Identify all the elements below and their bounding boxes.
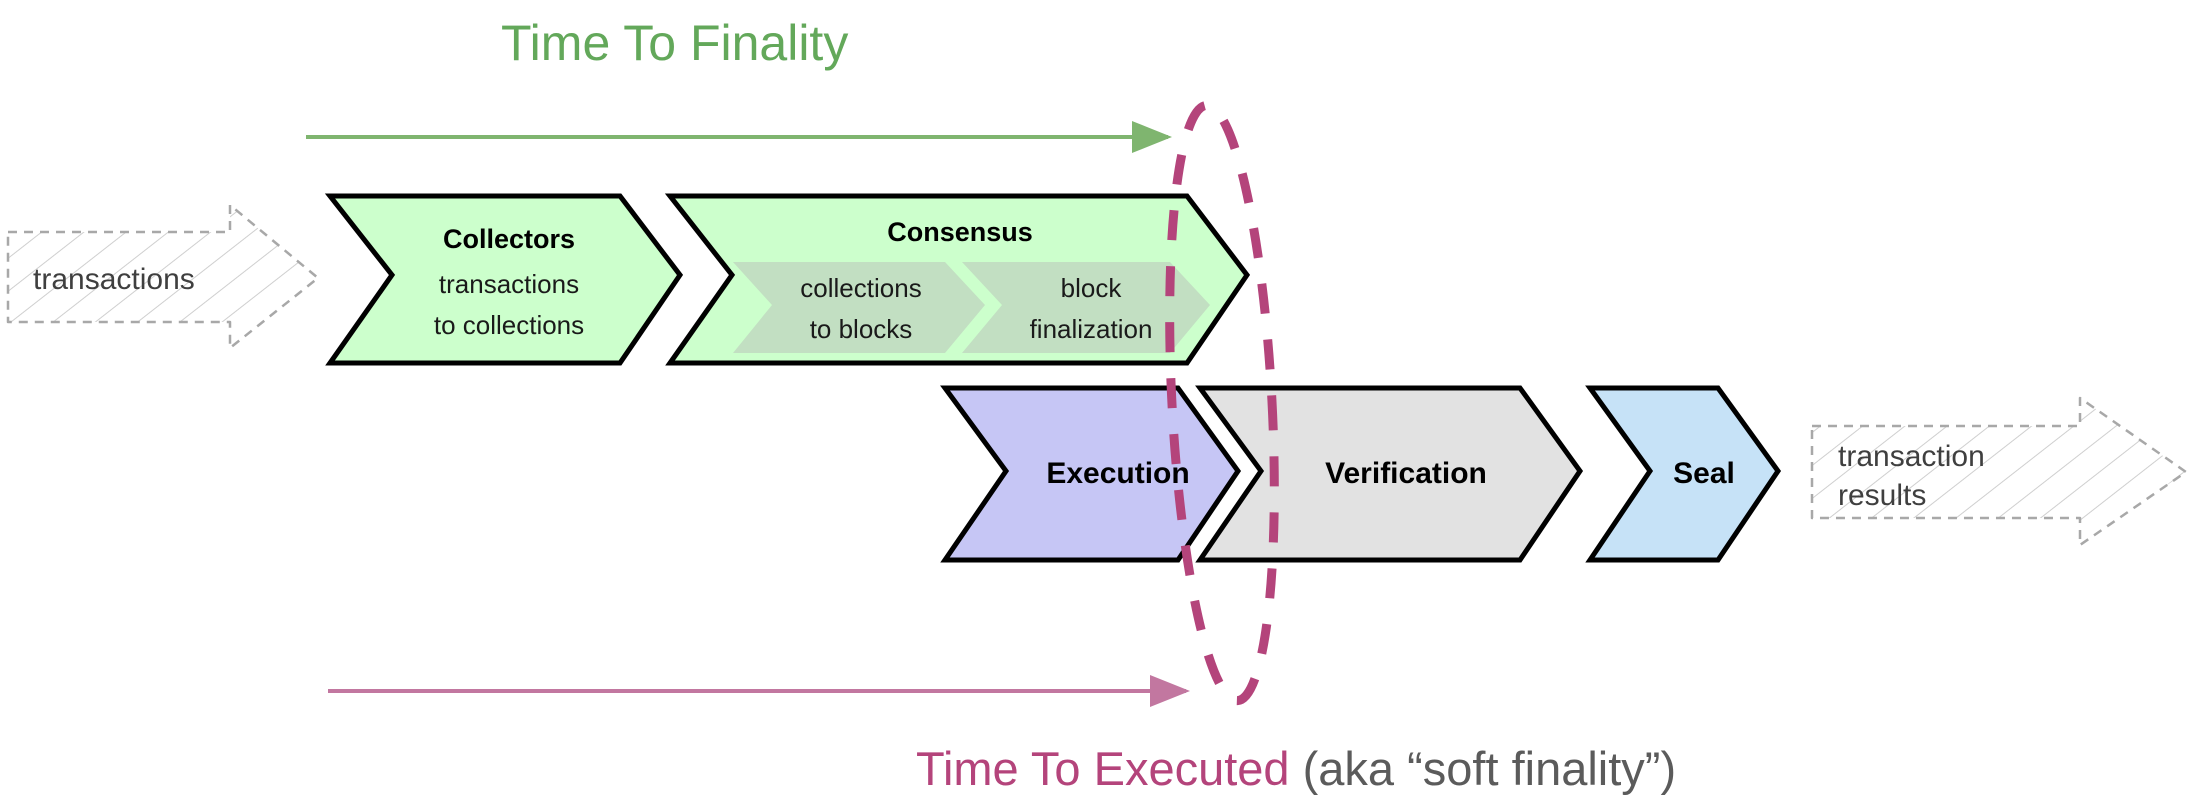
chevron-collectors-title: Collectors	[443, 224, 575, 254]
chevron-collectors-subline-1: transactions	[439, 269, 579, 299]
chevron-execution[interactable]: Execution	[940, 385, 1242, 563]
time-to-finality-title: Time To Finality	[501, 15, 848, 71]
subchevron-collections-to-blocks[interactable]: collections to blocks	[733, 262, 985, 353]
chevron-consensus-title: Consensus	[887, 217, 1033, 247]
transaction-results-label-line-1: transaction	[1838, 440, 1985, 473]
time-to-executed-title-group: Time To Executed (aka “soft finality”)	[916, 742, 1676, 795]
chevron-seal[interactable]: Seal	[1585, 385, 1782, 563]
subchevron-block-finalization-line-1: block	[1061, 273, 1123, 303]
ghost-arrow-shape-right	[1810, 396, 2188, 547]
chevron-collectors[interactable]: Collectors transactions to collections	[324, 193, 684, 366]
chevron-seal-shape	[1585, 385, 1782, 563]
time-to-executed-title: Time To Executed	[916, 742, 1290, 795]
chevron-collectors-shape	[324, 193, 684, 366]
chevron-execution-label: Execution	[1046, 457, 1189, 490]
finality-boundary-ellipse	[1165, 100, 1279, 706]
transaction-results-label-line-2: results	[1838, 479, 1926, 512]
transaction-results-output-ghost-arrow: transaction results	[1810, 396, 2188, 547]
ghost-arrow-shape	[6, 203, 320, 350]
chevron-seal-label: Seal	[1673, 457, 1735, 490]
subchevron-block-finalization[interactable]: block finalization	[962, 262, 1210, 353]
subchevron-block-finalization-shape	[962, 262, 1210, 353]
chevron-execution-shape	[940, 385, 1242, 563]
transactions-input-label: transactions	[33, 263, 195, 296]
chevron-verification[interactable]: Verification	[1195, 385, 1584, 563]
time-to-executed-aka: (aka “soft finality”)	[1290, 742, 1677, 795]
chevron-verification-label: Verification	[1325, 457, 1487, 490]
chevron-collectors-subline-2: to collections	[434, 310, 584, 340]
chevron-consensus[interactable]: Consensus collections to blocks block fi…	[664, 193, 1251, 366]
subchevron-collections-to-blocks-shape	[733, 262, 985, 353]
subchevron-collections-to-blocks-line-1: collections	[800, 273, 921, 303]
subchevron-block-finalization-line-2: finalization	[1030, 314, 1153, 344]
subchevron-collections-to-blocks-line-2: to blocks	[810, 314, 913, 344]
chevron-verification-shape	[1195, 385, 1584, 563]
transactions-input-ghost-arrow: transactions	[6, 203, 320, 350]
finality-boundary-ellipse-shape	[1165, 100, 1279, 706]
